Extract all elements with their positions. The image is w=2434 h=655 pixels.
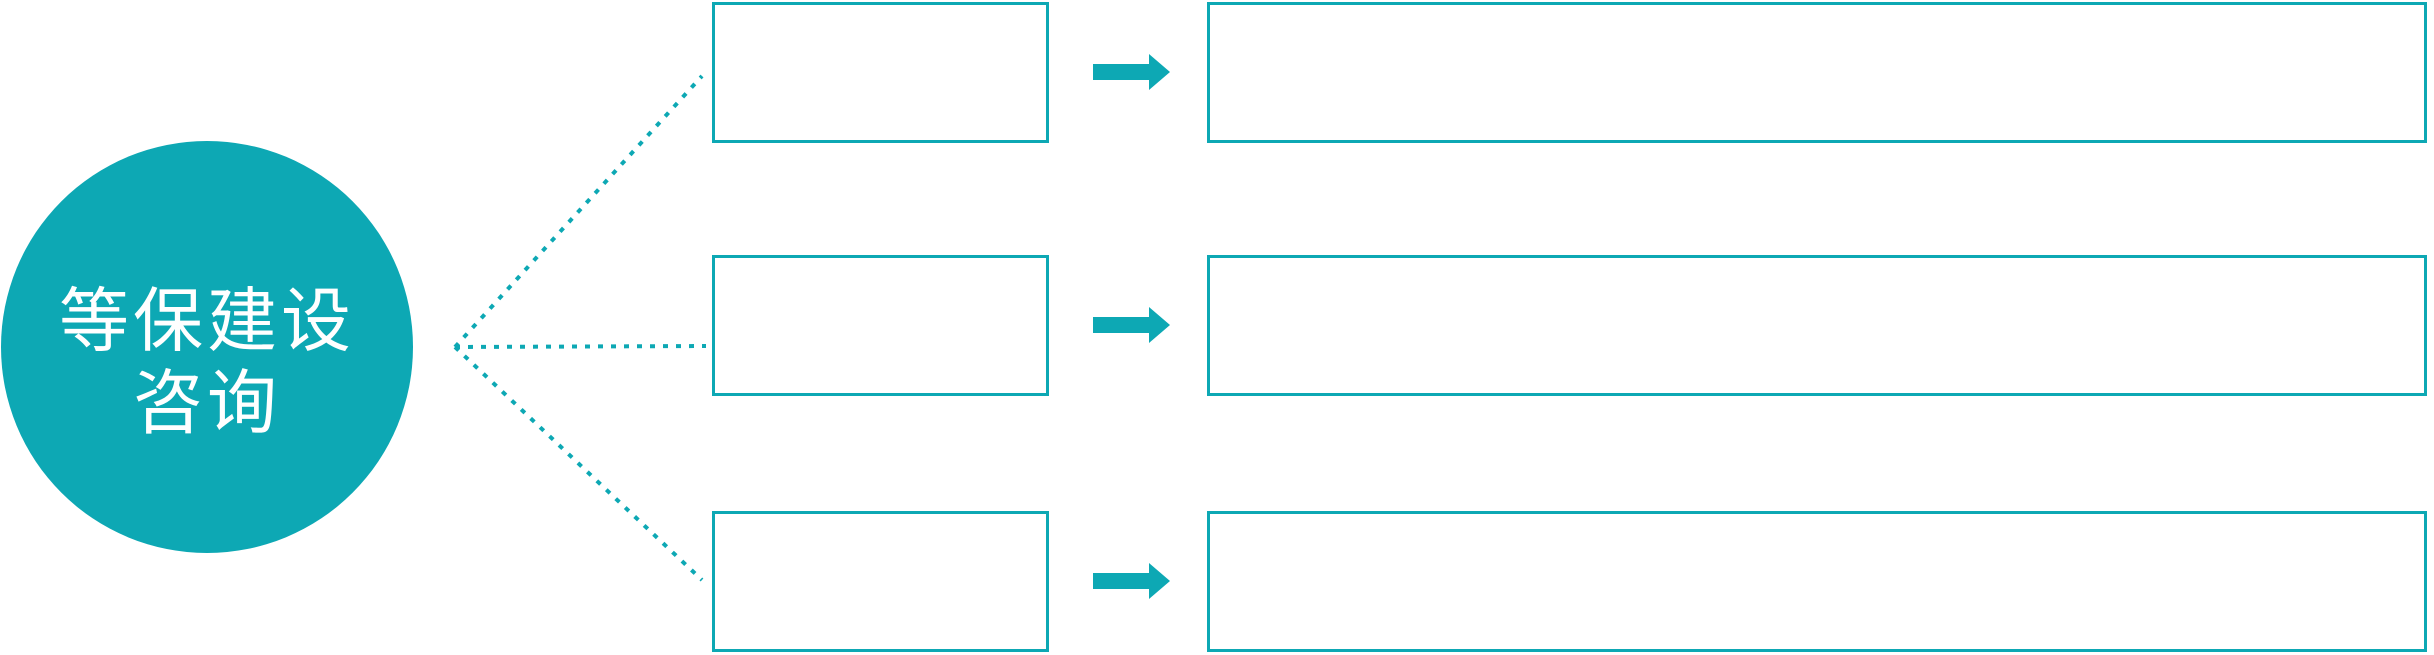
- diagram-row: [0, 511, 2434, 652]
- arrow-right-icon: [1093, 307, 1170, 343]
- diagram-row: [0, 2, 2434, 143]
- topic-circle-label-line2: 咨询: [133, 364, 281, 442]
- description-box: [1207, 511, 2427, 652]
- topic-circle-label-line1: 等保建设: [59, 282, 355, 360]
- description-box: [1207, 2, 2427, 143]
- diagram-row: [0, 255, 2434, 396]
- description-box: [1207, 255, 2427, 396]
- category-box: [712, 2, 1049, 143]
- topic-circle: 等保建设 咨询: [1, 141, 413, 553]
- category-box: [712, 511, 1049, 652]
- arrow-right-icon: [1093, 54, 1170, 90]
- topic-circle-label: 等保建设 咨询: [59, 280, 355, 444]
- category-box: [712, 255, 1049, 396]
- arrow-right-icon: [1093, 563, 1170, 599]
